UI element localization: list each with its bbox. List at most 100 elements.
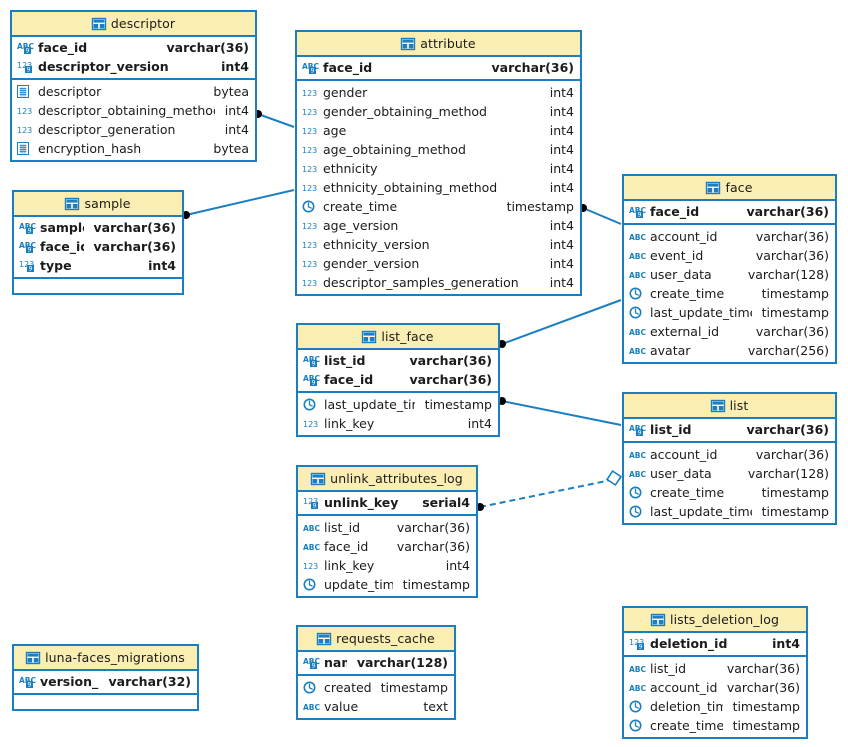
clock-icon	[303, 398, 320, 412]
column-type: varchar(36)	[746, 422, 829, 437]
column-row[interactable]: created_attimestamp	[298, 678, 454, 697]
column-name: descriptor_generation	[38, 122, 176, 137]
entity-header[interactable]: luna-faces_migrations	[14, 646, 197, 671]
column-name: descriptor	[38, 84, 102, 99]
entity-header[interactable]: list	[624, 394, 835, 419]
column-type: timestamp	[732, 718, 800, 733]
svg-text:ABC: ABC	[629, 665, 647, 674]
svg-text:ABC: ABC	[629, 347, 647, 356]
pk-row[interactable]: ABC9namevarchar(128)	[298, 653, 454, 672]
entity-header[interactable]: list_face	[298, 325, 498, 350]
table-header-icon	[316, 632, 332, 645]
entity-title: requests_cache	[336, 631, 435, 646]
column-name: update_time	[324, 577, 393, 592]
relationship-line	[501, 400, 622, 426]
entity-header[interactable]: face	[624, 176, 835, 201]
column-type: varchar(36)	[166, 40, 249, 55]
entity-header[interactable]: lists_deletion_log	[624, 608, 806, 633]
entity-sample[interactable]: sampleABC9sample_idvarchar(36)ABC9face_i…	[12, 190, 184, 295]
column-type: int4	[221, 59, 249, 74]
column-type: timestamp	[402, 577, 470, 592]
entity-luna-faces_migrations[interactable]: luna-faces_migrationsABC9version_numvarc…	[12, 644, 199, 711]
abc-icon: ABC	[629, 268, 647, 282]
primary-key-section: ABC9sample_idvarchar(36)ABC9face_idvarch…	[14, 217, 182, 279]
column-name: last_update_time	[324, 397, 415, 412]
column-row[interactable]: update_time timestamp	[298, 575, 476, 594]
123-icon: 123	[302, 124, 319, 138]
svg-text:123: 123	[302, 184, 317, 193]
entity-header[interactable]: requests_cache	[298, 627, 454, 652]
column-name: last_update_time	[650, 305, 752, 320]
entity-requests_cache[interactable]: requests_cacheABC9namevarchar(128) create…	[296, 625, 456, 720]
relationship-line	[582, 207, 622, 225]
svg-text:123: 123	[17, 126, 32, 135]
entity-header[interactable]: attribute	[297, 32, 580, 57]
entity-header[interactable]: sample	[14, 192, 182, 217]
123-icon: 123	[17, 123, 34, 137]
entity-header[interactable]: descriptor	[12, 12, 255, 37]
entity-header[interactable]: unlink_attributes_log	[298, 467, 476, 492]
column-name: face_id	[650, 204, 700, 219]
